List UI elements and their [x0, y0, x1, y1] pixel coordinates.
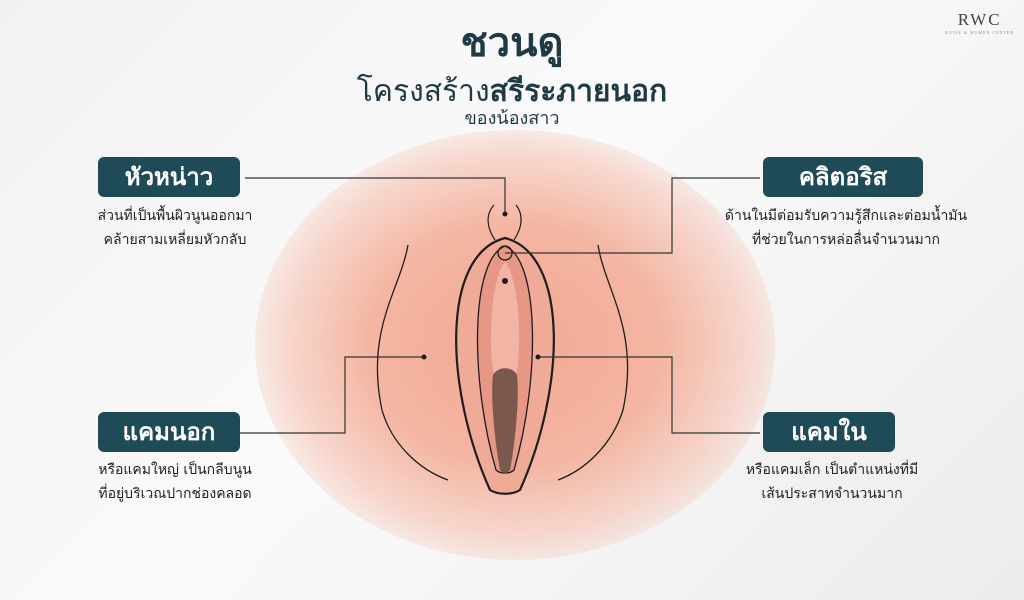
vestibule-shape [490, 262, 520, 375]
hood-leader-dot [502, 211, 508, 217]
labia-minora-leader-line [538, 356, 760, 434]
hood-desc-line1: ส่วนที่เป็นพื้นผิวนูนออกมา [97, 208, 253, 224]
left-thigh-line [376, 244, 449, 481]
page-subtitle-small: ของน้องสาว [464, 108, 560, 129]
labia-majora-leader-line [240, 356, 424, 434]
page-title: ชวนดู [460, 20, 564, 66]
labia-minora-desc-line1: หรือแคมเล็ก เป็นตำแหน่งที่มี [745, 462, 919, 478]
clitoris-description: ด้านในมีต่อมรับความรู้สึกและต่อมน้ำมัน ท… [688, 204, 1004, 252]
subtitle-bold: สรีระภายนอก [489, 74, 668, 109]
brand-tagline: RAISE & WOMEN CENTER [945, 30, 1014, 35]
label-labia-majora: แคมนอก [98, 412, 240, 452]
labia-minora-description: หรือแคมเล็ก เป็นตำแหน่งที่มี เส้นประสาทจ… [712, 458, 952, 506]
opening-shape [492, 368, 518, 473]
clitoris-desc-line1: ด้านในมีต่อมรับความรู้สึกและต่อมน้ำมัน [724, 208, 968, 224]
hood-leader-line [245, 177, 506, 214]
hood-description: ส่วนที่เป็นพื้นผิวนูนออกมา คล้ายสามเหลี่… [60, 204, 290, 252]
hood-line-left [487, 204, 496, 241]
label-clitoris: คลิตอริส [763, 157, 923, 197]
labia-majora-leader-dot [421, 354, 427, 360]
right-thigh-line [557, 244, 629, 481]
subtitle-prefix: โครงสร้าง [356, 74, 490, 109]
brand-logo: RWC RAISE & WOMEN CENTER [945, 10, 1014, 35]
label-labia-minora: แคมใน [763, 412, 895, 452]
hood-line-right [513, 204, 522, 241]
page-subtitle: โครงสร้างสรีระภายนอก [0, 68, 1024, 115]
brand-logo-text: RWC [957, 10, 1002, 29]
clitoris-desc-line2: ที่ช่วยในการหล่อลื่นจำนวนมาก [751, 232, 941, 248]
label-hood: หัวหน่าว [98, 157, 240, 197]
labia-minora-leader-dot [535, 354, 541, 360]
hood-desc-line2: คล้ายสามเหลี่ยมหัวกลับ [103, 232, 247, 248]
clitoris-leader-line [505, 177, 760, 254]
labia-minora-desc-line2: เส้นประสาทจำนวนมาก [761, 486, 903, 502]
labia-majora-desc-line1: หรือแคมใหญ่ เป็นกลีบนูน [98, 462, 252, 478]
labia-majora-desc-line2: ที่อยู่บริเวณปากช่องคลอด [98, 486, 252, 502]
labia-majora-description: หรือแคมใหญ่ เป็นกลีบนูน ที่อยู่บริเวณปาก… [60, 458, 290, 506]
urethra-dot [502, 278, 508, 284]
